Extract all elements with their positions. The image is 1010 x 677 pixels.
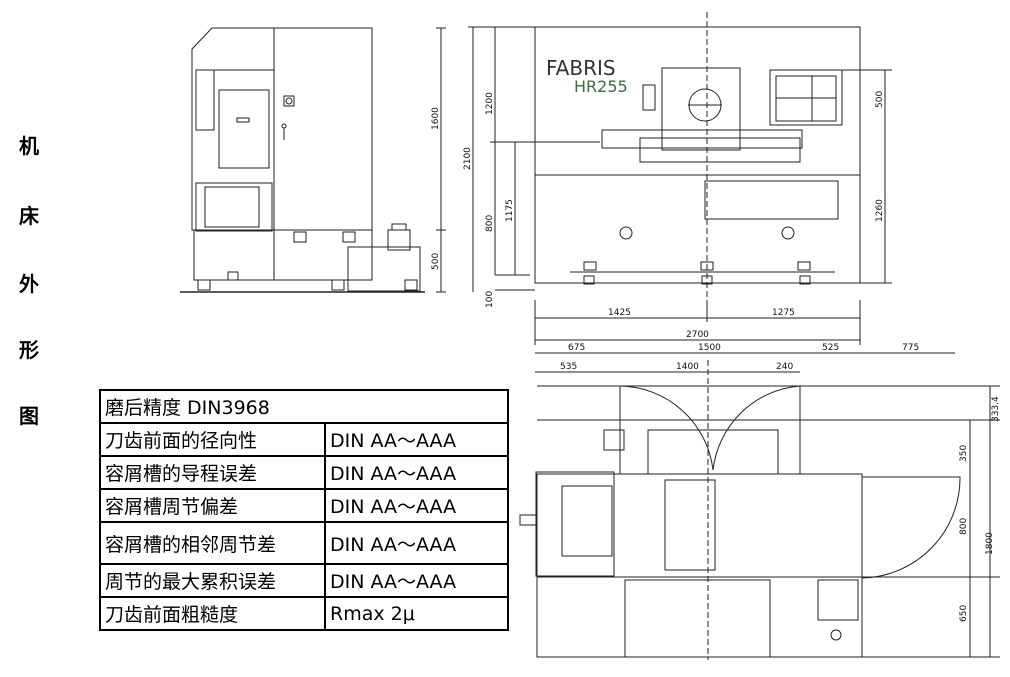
spec-value: DIN AA～AAA (324, 455, 509, 490)
side-view (180, 27, 446, 293)
dim-label: 350 (959, 445, 969, 462)
vertical-title-char-1: 机 (19, 134, 39, 158)
spec-value: DIN AA～AAA (324, 422, 509, 457)
dim-label: 500 (431, 253, 441, 270)
dim-label: 2700 (686, 330, 709, 340)
dim-label: 800 (959, 518, 969, 535)
spec-label: 容屑槽的导程误差 (99, 455, 326, 490)
vertical-title-char-2: 床 (19, 204, 39, 228)
dim-label: 675 (568, 343, 585, 353)
table-row: 容屑槽的相邻周节差 DIN AA～AAA (99, 521, 509, 565)
dim-label: 2100 (463, 147, 473, 170)
dim-label: 1400 (676, 362, 699, 372)
spec-value: DIN AA～AAA (324, 488, 509, 523)
spec-value: Rmax 2μ (324, 596, 509, 631)
spec-label: 刀齿前面粗糙度 (99, 596, 326, 631)
dim-label: 1175 (505, 199, 515, 222)
dim-label: 500 (875, 91, 885, 108)
dim-label: 1425 (608, 308, 631, 318)
dim-label: 240 (776, 362, 793, 372)
table-row: 周节的最大累积误差 DIN AA～AAA (99, 563, 509, 598)
table-row: 刀齿前面粗糙度 Rmax 2μ (99, 596, 509, 631)
dim-label: 333.4 (991, 396, 1001, 422)
vertical-title-char-3: 外 (19, 272, 39, 296)
dim-label: 775 (902, 343, 919, 353)
table-row: 容屑槽的导程误差 DIN AA～AAA (99, 455, 509, 490)
table-header: 磨后精度 DIN3968 (99, 389, 509, 424)
dim-label: 535 (560, 362, 577, 372)
table-row: 刀齿前面的径向性 DIN AA～AAA (99, 422, 509, 457)
dim-label: 650 (959, 605, 969, 622)
spec-label: 容屑槽的相邻周节差 (99, 521, 326, 565)
top-view (519, 352, 1000, 660)
table-row: 磨后精度 DIN3968 (99, 389, 509, 424)
spec-label: 容屑槽周节偏差 (99, 488, 326, 523)
spec-value: DIN AA～AAA (324, 563, 509, 598)
dim-label: 525 (822, 343, 839, 353)
dim-label: 1260 (875, 199, 885, 222)
dim-label: 1200 (485, 92, 495, 115)
precision-spec-table: 磨后精度 DIN3968 刀齿前面的径向性 DIN AA～AAA 容屑槽的导程误… (99, 389, 509, 631)
dim-label: 800 (485, 215, 495, 232)
dim-label: 1800 (985, 532, 995, 555)
spec-label: 刀齿前面的径向性 (99, 422, 326, 457)
vertical-title-char-5: 图 (19, 404, 39, 428)
brand-model: HR255 (574, 77, 628, 96)
spec-value: DIN AA～AAA (324, 521, 509, 565)
dim-label: 1500 (698, 343, 721, 353)
dim-label: 100 (485, 291, 495, 308)
dim-label: 1600 (431, 107, 441, 130)
front-view (468, 12, 892, 345)
vertical-title-char-4: 形 (19, 338, 39, 362)
brand-name: FABRIS (546, 56, 616, 80)
spec-label: 周节的最大累积误差 (99, 563, 326, 598)
dim-label: 1275 (772, 308, 795, 318)
table-row: 容屑槽周节偏差 DIN AA～AAA (99, 488, 509, 523)
